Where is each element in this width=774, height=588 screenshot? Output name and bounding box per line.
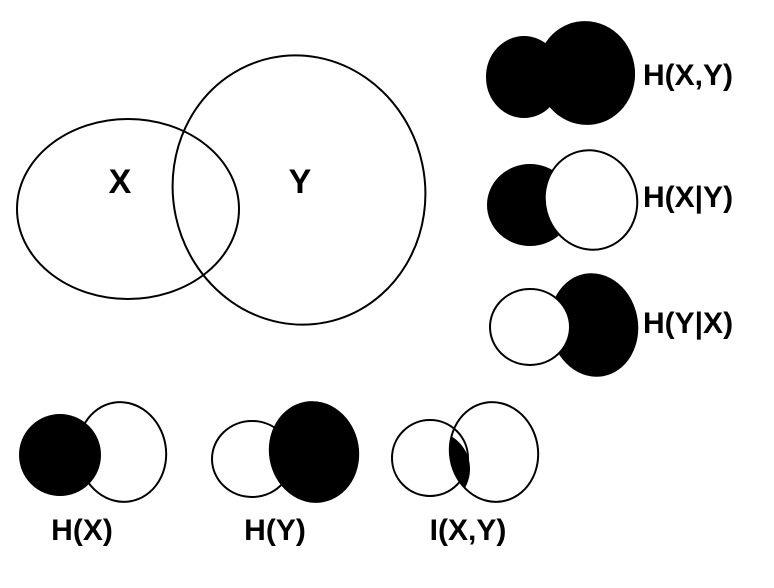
entropy-y-diagram: H(Y) (211, 401, 360, 547)
conditional-x-given-y-label: H(X|Y) (643, 181, 733, 214)
conditional-y-given-x-label: H(Y|X) (643, 307, 733, 340)
conditional-entropy-y-given-x-diagram: H(Y|X) (489, 273, 733, 377)
joint-entropy-label: H(X,Y) (643, 59, 733, 92)
set-y-label: Y (289, 163, 312, 201)
set-y-ellipse (171, 54, 427, 326)
mutual-information-diagram: I(X,Y) (391, 401, 540, 547)
set-x-ellipse (16, 118, 240, 300)
entropy-y-label: H(Y) (244, 514, 306, 547)
entropy-x-label: H(X) (51, 514, 113, 547)
mutual-information-label: I(X,Y) (430, 514, 507, 547)
entropy-x-diagram: H(X) (19, 401, 168, 547)
conditional-entropy-x-given-y-diagram: H(X|Y) (487, 149, 733, 251)
joint-entropy-diagram: H(X,Y) (486, 21, 733, 125)
main-venn-diagram: X Y (16, 54, 427, 326)
set-x-label: X (109, 163, 132, 201)
